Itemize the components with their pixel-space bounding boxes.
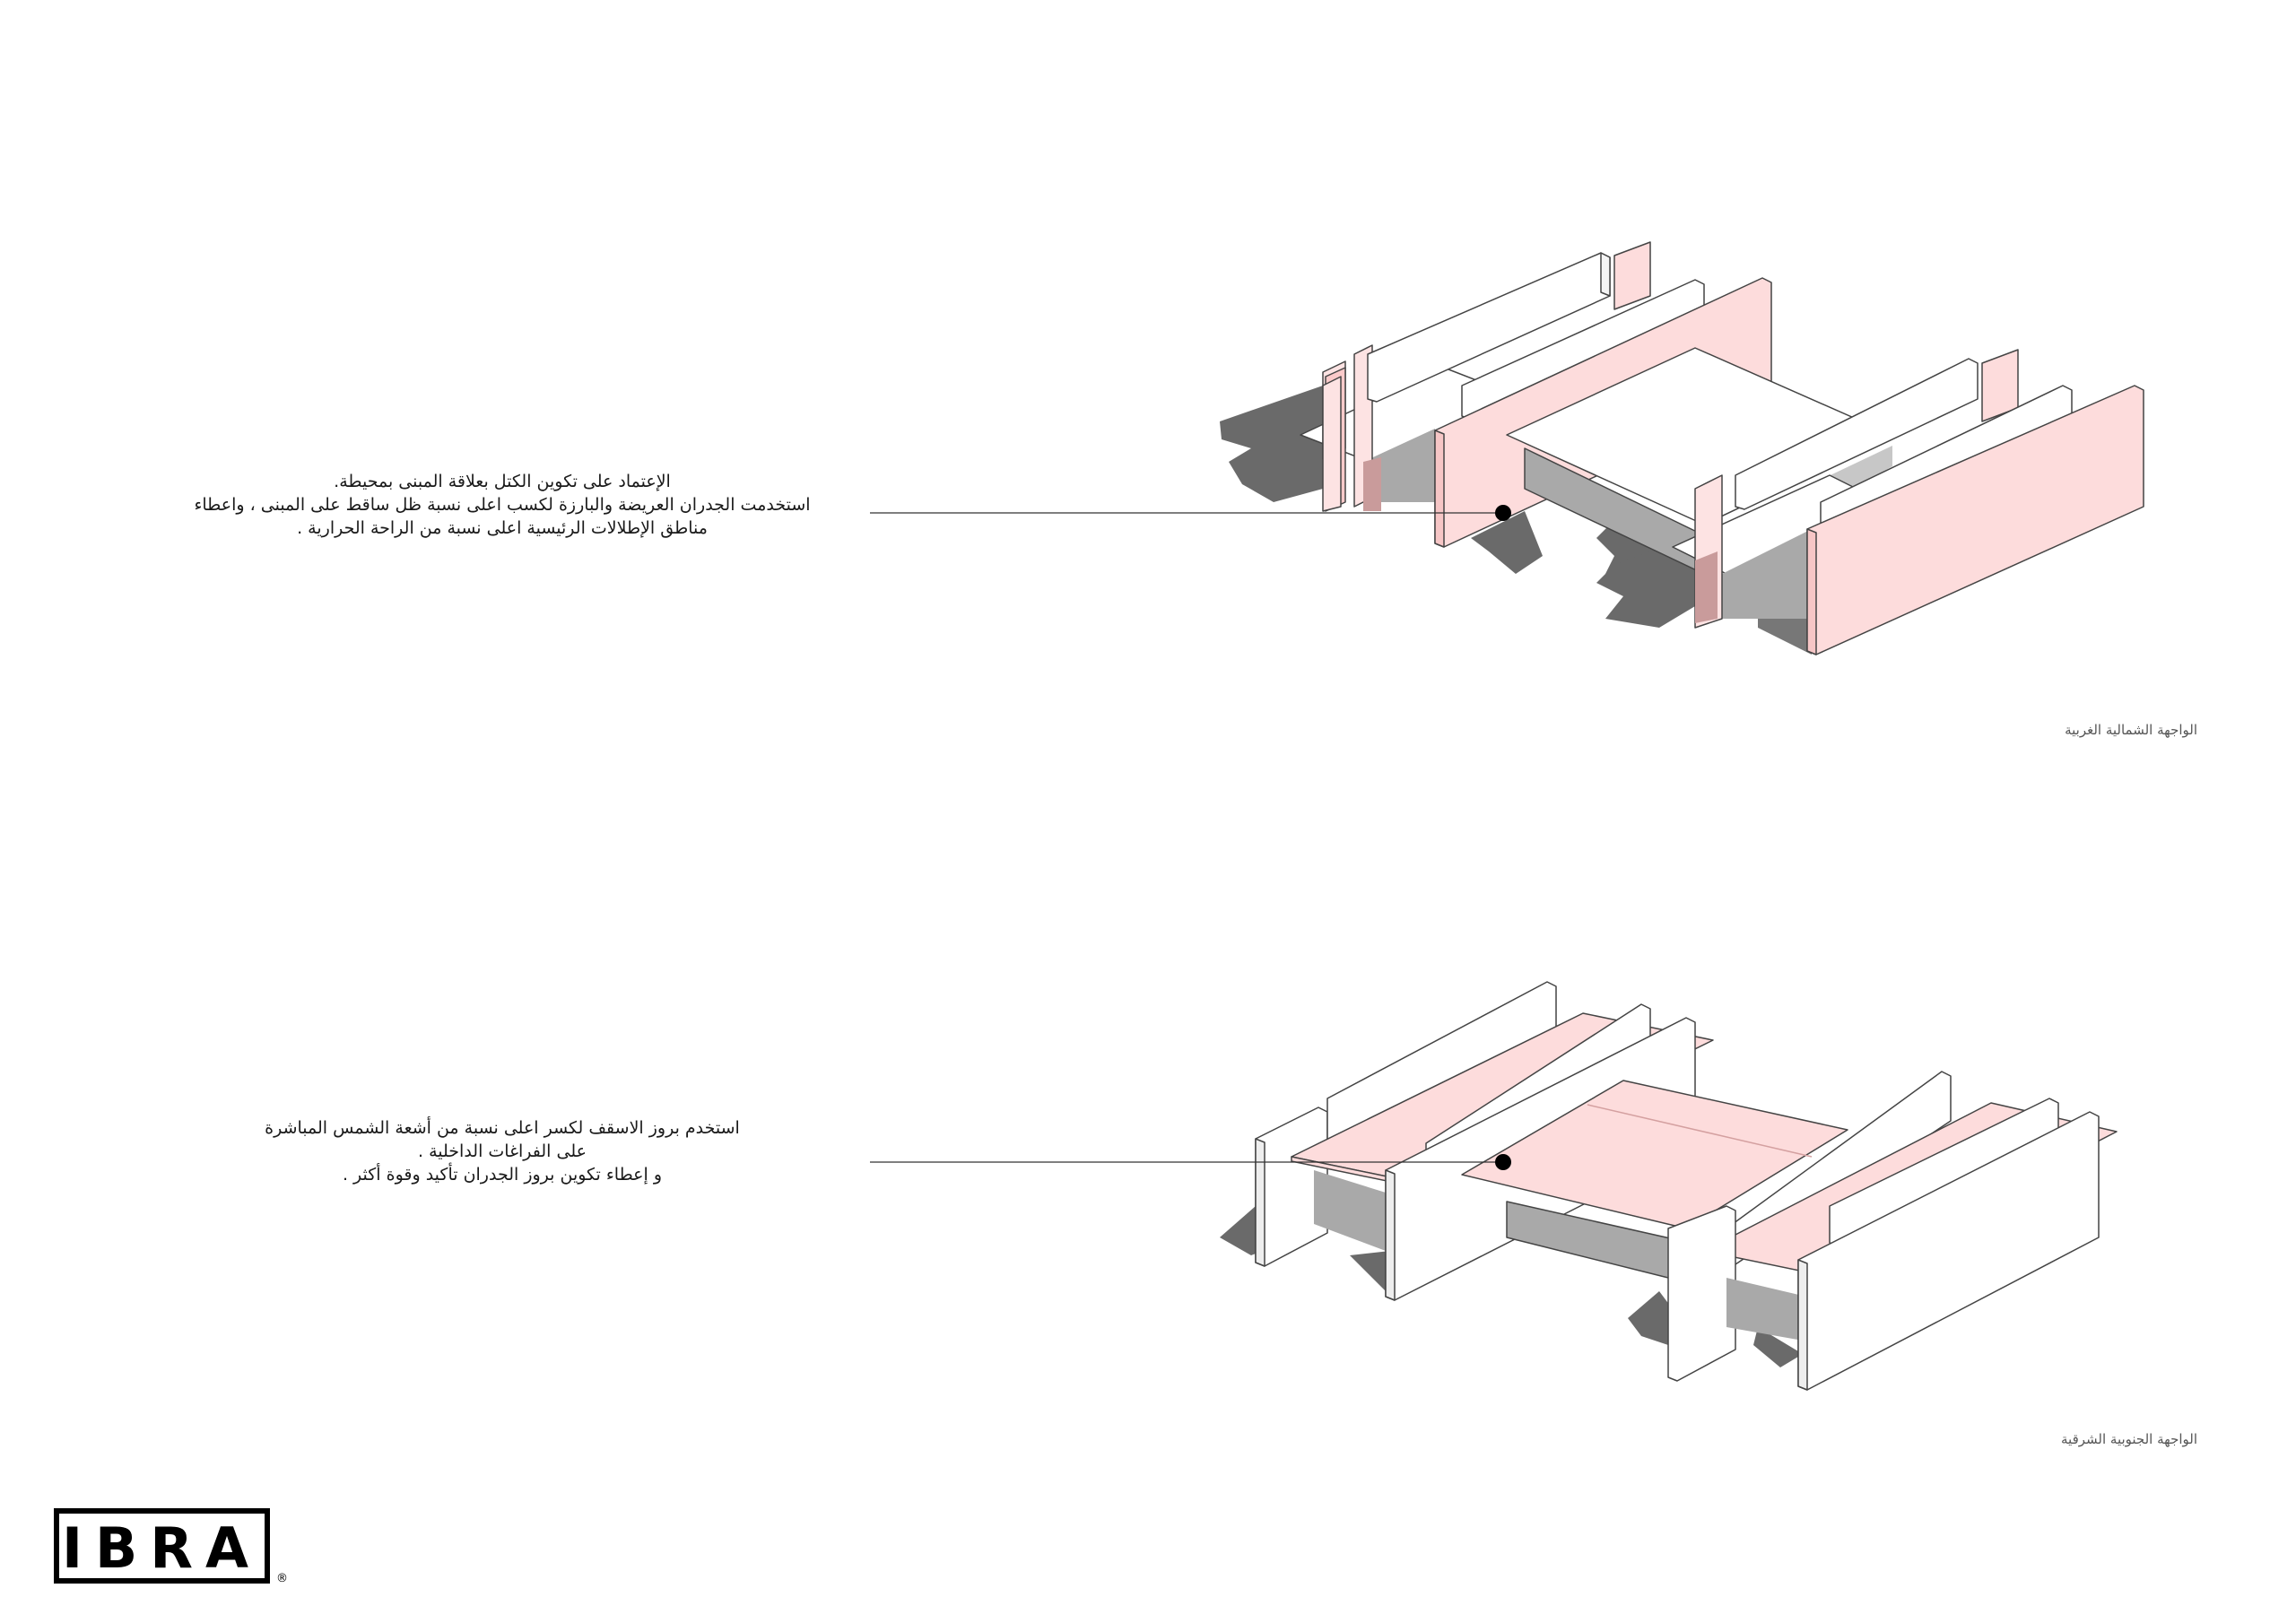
top-model bbox=[1220, 241, 2144, 655]
caption-south-east: الواجهة الجنوبية الشرقية bbox=[2061, 1431, 2197, 1447]
caption-north-west: الواجهة الشمالية الغربية bbox=[2065, 722, 2197, 738]
annotation-bottom: استخدم بروز الاسقف لكسر اعلى نسبة من أشع… bbox=[215, 1116, 789, 1186]
logo-text: IBRA bbox=[62, 1515, 261, 1581]
annotation-bottom-line-1: استخدم بروز الاسقف لكسر اعلى نسبة من أشع… bbox=[265, 1118, 740, 1138]
annotation-top-line-3: مناطق الإطلالات الرئيسية اعلى نسبة من ال… bbox=[297, 518, 708, 538]
leader-dot-bottom bbox=[1495, 1154, 1511, 1170]
annotation-bottom-line-3: و إعطاء تكوين بروز الجدران تأكيد وقوة أك… bbox=[342, 1165, 663, 1185]
registered-mark: ® bbox=[276, 1572, 288, 1585]
annotation-top: الإعتماد على تكوين الكتل بعلاقة المبنى ب… bbox=[152, 470, 852, 540]
ibra-logo: IBRA ® bbox=[54, 1508, 288, 1585]
annotation-bottom-line-2: على الفراغات الداخلية . bbox=[418, 1141, 587, 1161]
leader-dot-top bbox=[1495, 505, 1511, 521]
bottom-model bbox=[1220, 981, 2118, 1391]
annotation-top-line-1: الإعتماد على تكوين الكتل بعلاقة المبنى ب… bbox=[334, 472, 671, 491]
annotation-top-line-2: استخدمت الجدران العريضة والبارزة لكسب اع… bbox=[194, 495, 811, 515]
